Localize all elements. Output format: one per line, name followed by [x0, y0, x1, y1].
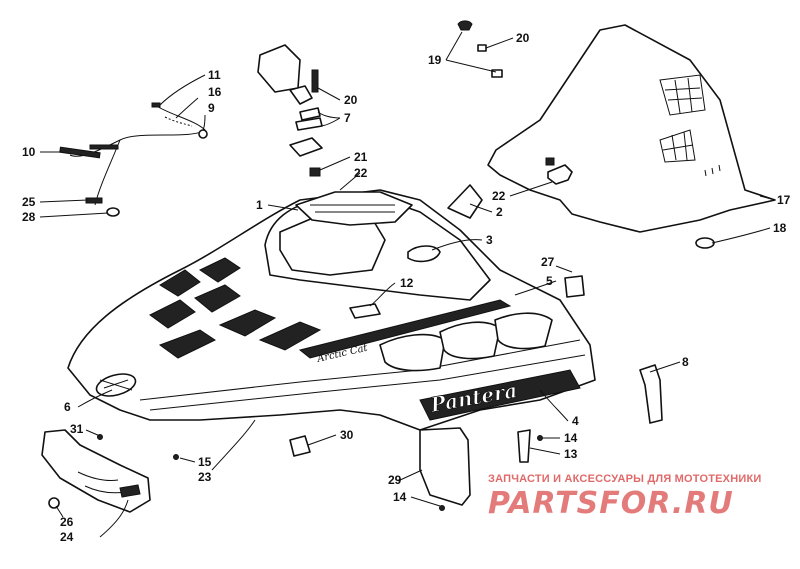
- windshield-screw: [457, 20, 503, 78]
- callout-29: 29: [388, 473, 402, 487]
- windshield-bracket: [545, 157, 573, 185]
- callout-14b: 14: [393, 490, 407, 504]
- callout-labels: 1 2 3 4 5 6 7 8 9 10 11 12 13 14 14 15 1…: [22, 31, 791, 544]
- callout-6: 6: [64, 400, 71, 414]
- callout-8: 8: [682, 355, 689, 369]
- decal-2: [447, 184, 483, 219]
- callout-7: 7: [344, 111, 351, 125]
- callout-26: 26: [60, 515, 74, 529]
- callout-11: 11: [208, 68, 221, 82]
- side-panel-29: [419, 427, 471, 506]
- hood-grille: [295, 191, 413, 226]
- windshield: [487, 24, 776, 233]
- callout-20b: 20: [344, 93, 358, 107]
- callout-24: 24: [60, 530, 74, 544]
- callout-1: 1: [256, 198, 263, 212]
- callout-18: 18: [773, 221, 787, 235]
- callout-12: 12: [400, 276, 414, 290]
- windshield-washer: [695, 237, 715, 249]
- callout-22a: 22: [354, 166, 368, 180]
- callout-31: 31: [70, 422, 84, 436]
- callout-10: 10: [22, 145, 36, 159]
- callout-22b: 22: [492, 189, 506, 203]
- callout-5: 5: [546, 274, 553, 288]
- part-30: [289, 435, 311, 457]
- hood: Pantera Arctic Cat: [67, 189, 596, 431]
- bracket-8: [639, 364, 663, 424]
- callout-21: 21: [354, 150, 368, 164]
- callout-9: 9: [208, 101, 215, 115]
- callout-14a: 14: [564, 431, 578, 445]
- callout-19: 19: [428, 53, 442, 67]
- callout-23: 23: [198, 470, 212, 484]
- watermark-tagline: ЗАПЧАСТИ И АКСЕССУАРЫ ДЛЯ МОТОТЕХНИКИ: [488, 473, 762, 485]
- badge-12: [349, 303, 381, 319]
- callout-16: 16: [208, 85, 222, 99]
- front-bumper: [41, 429, 151, 513]
- callout-15: 15: [198, 455, 212, 469]
- hood-cable: [59, 102, 208, 217]
- plate-27: [564, 275, 585, 298]
- clip-13: [517, 429, 531, 463]
- mirror-assembly: [257, 44, 323, 177]
- callout-17: 17: [777, 193, 791, 207]
- callout-3: 3: [486, 233, 493, 247]
- callout-20a: 20: [516, 31, 530, 45]
- callout-25: 25: [22, 195, 36, 209]
- callout-4: 4: [572, 414, 579, 428]
- callout-13: 13: [564, 447, 578, 461]
- callout-27: 27: [541, 255, 555, 269]
- callout-2: 2: [496, 205, 503, 219]
- callout-28: 28: [22, 210, 36, 224]
- leader-lines: [39, 31, 776, 538]
- callout-30: 30: [340, 428, 354, 442]
- watermark-logo: PARTSFOR.RU: [488, 486, 734, 521]
